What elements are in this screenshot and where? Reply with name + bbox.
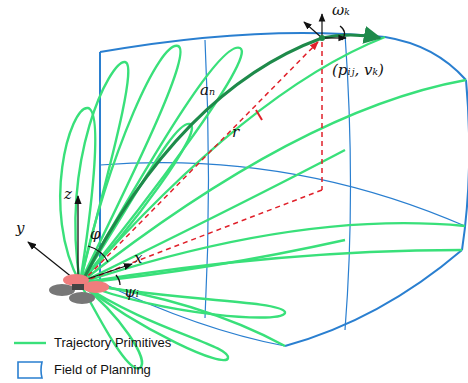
omega-label: ωₖ xyxy=(332,2,350,19)
range-label: r xyxy=(232,124,239,141)
axis-label: x xyxy=(134,250,142,267)
position-vector xyxy=(82,42,322,282)
angle-label: φ xyxy=(90,226,101,243)
goal-point xyxy=(319,35,325,41)
angle-label: ψᵢ xyxy=(124,284,139,301)
legend-text: Field of Planning xyxy=(54,362,151,378)
legend-field-sample xyxy=(18,362,42,378)
trajectory-primitives xyxy=(60,37,466,368)
primitive-label: aₙ xyxy=(200,82,215,99)
state-label: (pᵢⱼ, vₖ) xyxy=(332,62,384,79)
r-arrow xyxy=(256,110,262,120)
legend-text: Trajectory Primitives xyxy=(54,335,171,351)
quadrotor xyxy=(49,274,109,304)
body-axes xyxy=(28,196,132,285)
axis-label: y xyxy=(16,220,24,237)
axis-label: z xyxy=(64,186,72,203)
legend-line-sample xyxy=(14,342,46,344)
